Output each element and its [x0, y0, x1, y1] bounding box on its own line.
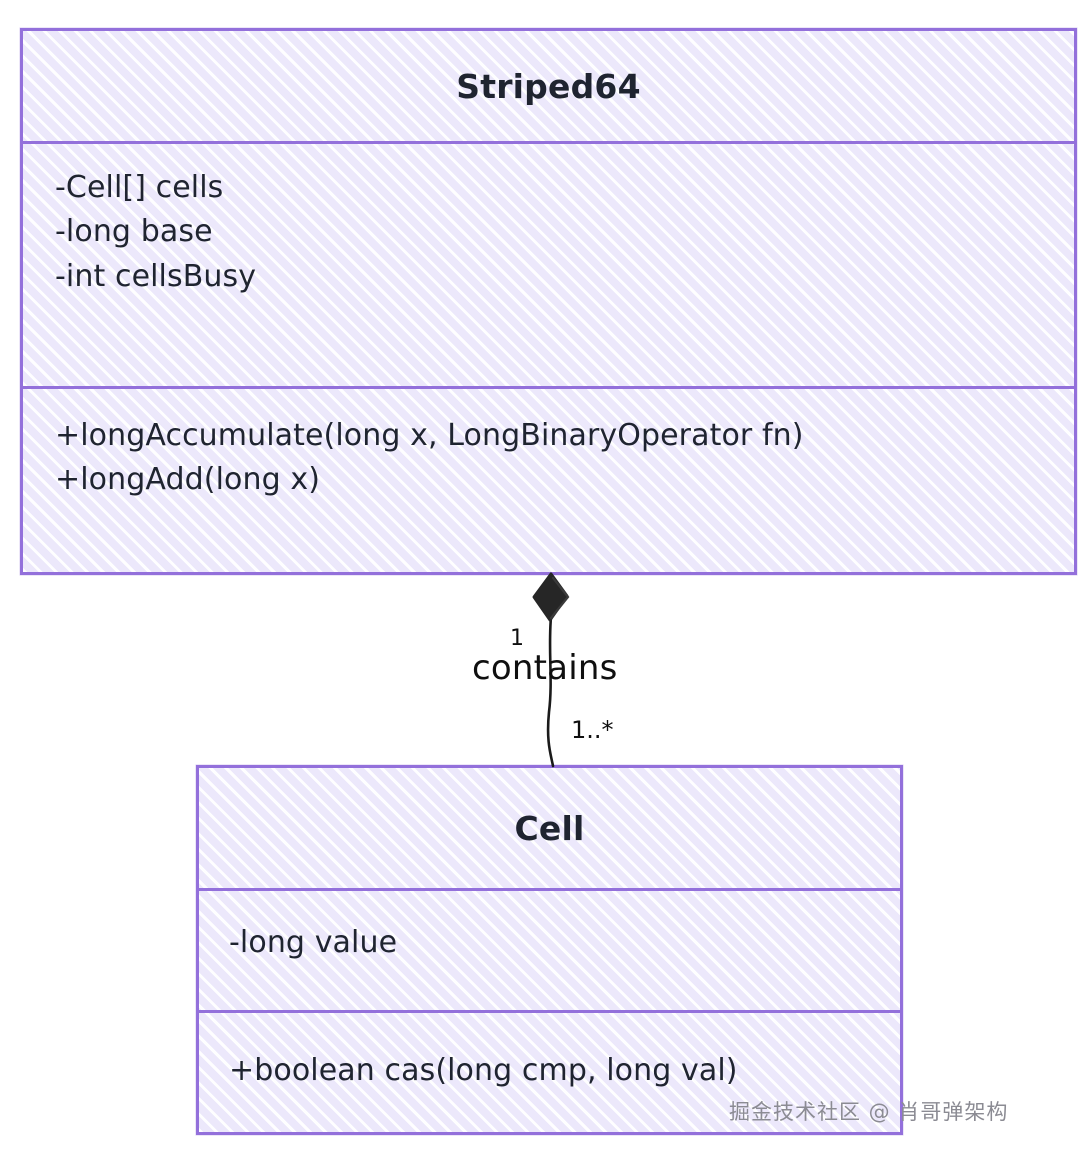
- class-name-striped64: Striped64: [456, 66, 641, 106]
- attribute-item: -int cellsBusy: [55, 258, 257, 294]
- relationship-line: [546, 615, 555, 768]
- filled-diamond-icon: [532, 572, 569, 622]
- class-title-section-cell: Cell: [199, 768, 900, 888]
- method-item: +longAdd(long x): [55, 462, 321, 498]
- method-item: +longAccumulate(long x, LongBinaryOperat…: [55, 418, 804, 453]
- attribute-item: -Cell[] cells: [55, 170, 224, 205]
- attribute-list: -Cell[] cells -long base -int cellsBusy: [23, 144, 1074, 309]
- attribute-list: -long value: [199, 891, 900, 975]
- filled-diamond-sketch-stroke: [549, 576, 570, 620]
- class-attributes-section-cell: -long value: [199, 888, 900, 1010]
- relationship-multiplicity-from: 1: [510, 626, 524, 651]
- uml-class-striped64[interactable]: Striped64 -Cell[] cells -long base -int …: [20, 28, 1077, 575]
- relationship-multiplicity-to: 1..*: [571, 716, 614, 744]
- relationship-label: contains: [472, 648, 618, 688]
- class-methods-section-cell: +boolean cas(long cmp, long val): [199, 1010, 900, 1132]
- attribute-item: -long value: [229, 925, 398, 960]
- class-title-section-striped64: Striped64: [23, 31, 1074, 141]
- watermark: 掘金技术社区 @ 肖哥弹架构: [729, 1100, 1009, 1124]
- method-item: +boolean cas(long cmp, long val): [229, 1053, 738, 1088]
- attribute-item: -long base: [55, 214, 213, 250]
- method-list: +longAccumulate(long x, LongBinaryOperat…: [23, 389, 1074, 513]
- class-methods-section-striped64: +longAccumulate(long x, LongBinaryOperat…: [23, 386, 1074, 572]
- method-list: +boolean cas(long cmp, long val): [199, 1013, 900, 1103]
- class-attributes-section-striped64: -Cell[] cells -long base -int cellsBusy: [23, 141, 1074, 386]
- uml-class-cell[interactable]: Cell -long value +boolean cas(long cmp, …: [196, 765, 903, 1135]
- class-name-cell: Cell: [514, 808, 585, 848]
